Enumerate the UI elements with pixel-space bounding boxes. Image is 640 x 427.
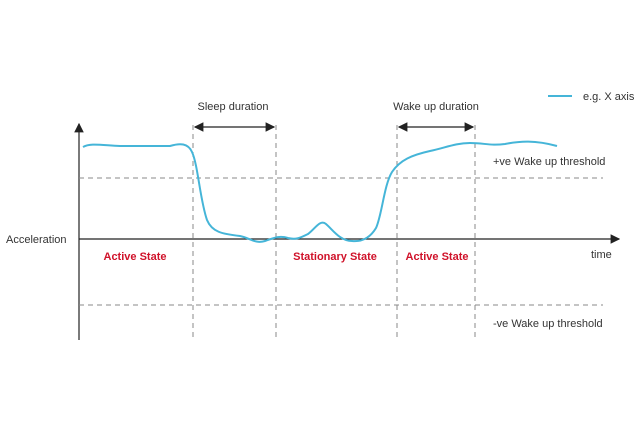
y-axis-label: Acceleration — [6, 234, 67, 246]
stationary-state-label: Stationary State — [293, 251, 377, 263]
acceleration-signal-curve — [82, 140, 558, 243]
x-axis-label: time — [591, 249, 612, 261]
active-state-label-1: Active State — [104, 251, 167, 263]
legend-label: e.g. X axis — [583, 91, 635, 103]
active-state-label-2: Active State — [406, 251, 469, 263]
positive-threshold-label: +ve Wake up threshold — [493, 156, 605, 168]
negative-threshold-label: -ve Wake up threshold — [493, 318, 603, 330]
sleep-duration-label: Sleep duration — [198, 101, 269, 113]
wake-duration-label: Wake up duration — [393, 101, 479, 113]
